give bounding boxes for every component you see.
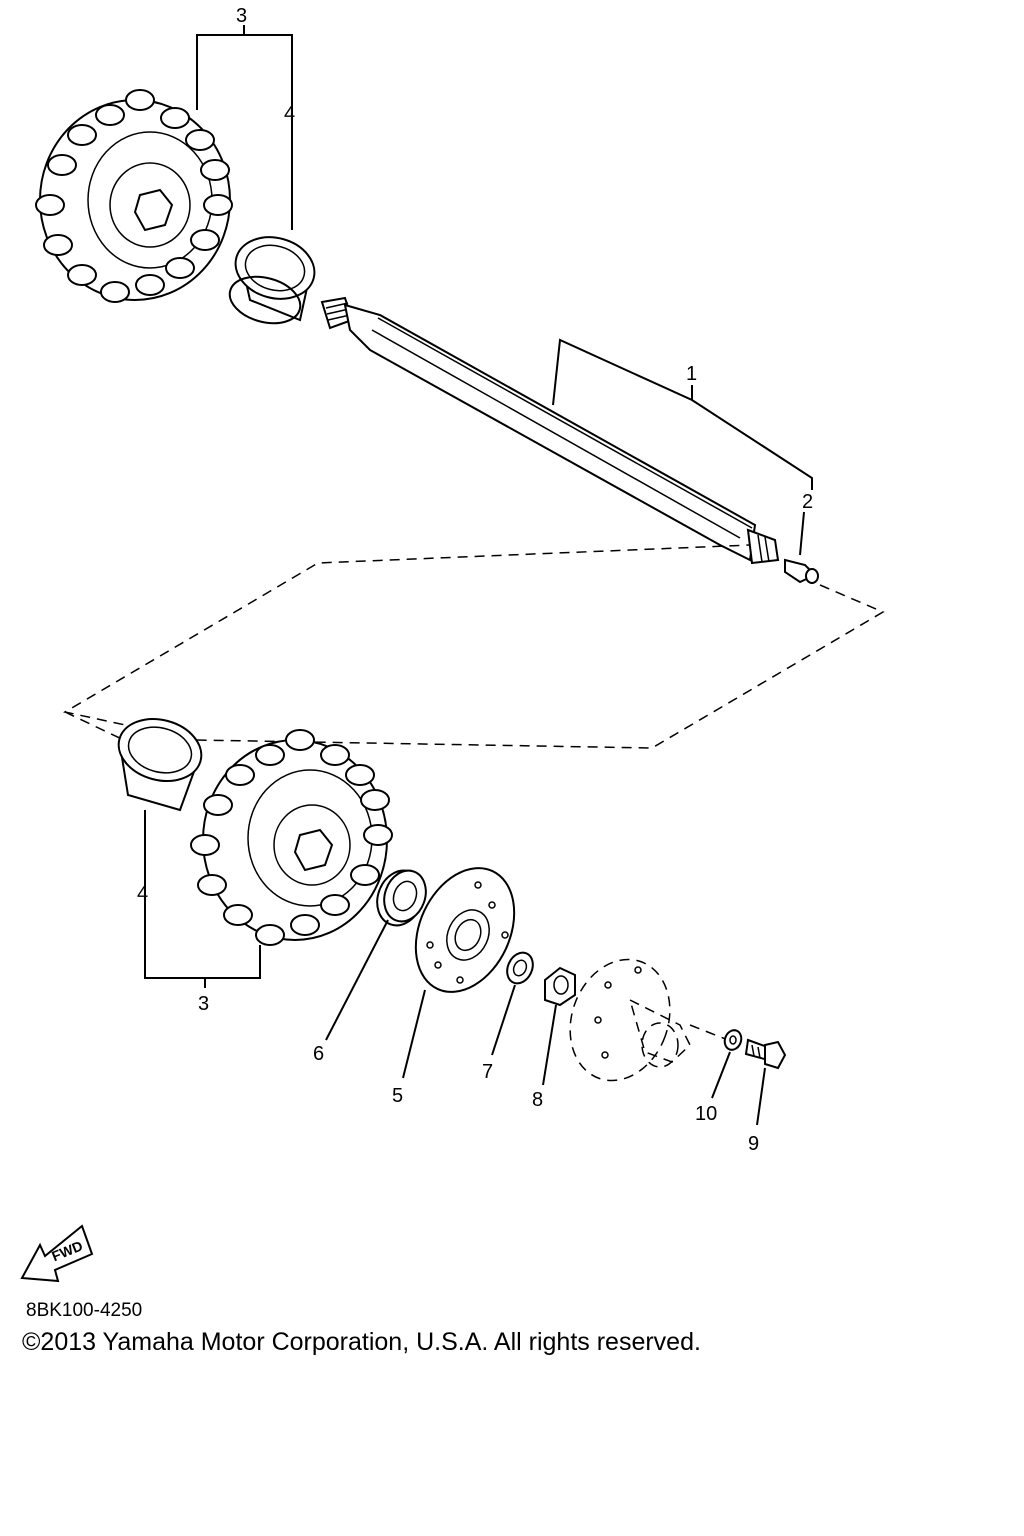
sprocket-bottom bbox=[190, 729, 393, 946]
nut bbox=[544, 966, 576, 1007]
callout-5: 5 bbox=[392, 1085, 403, 1107]
sprocket-top bbox=[35, 89, 233, 303]
callout-bracket-3-4-bottom bbox=[144, 810, 261, 988]
catalog-code: 8BK100-4250 bbox=[26, 1300, 143, 1321]
collar-bottom bbox=[117, 718, 203, 812]
callout-2: 2 bbox=[802, 491, 813, 513]
washer bbox=[506, 951, 534, 985]
callout-bracket-3-4-top bbox=[196, 25, 293, 230]
callout-1: 1 bbox=[686, 363, 697, 385]
callout-3-top: 3 bbox=[236, 5, 247, 27]
callout-10: 10 bbox=[695, 1103, 717, 1125]
copyright-notice: ©2013 Yamaha Motor Corporation, U.S.A. A… bbox=[22, 1328, 701, 1356]
bolt bbox=[744, 1038, 787, 1070]
callout-6: 6 bbox=[313, 1043, 324, 1065]
callout-4-bottom: 4 bbox=[137, 883, 148, 905]
fwd-arrow-icon: FWD bbox=[20, 1224, 94, 1283]
disc-plate bbox=[414, 867, 516, 993]
collar-top bbox=[228, 236, 316, 325]
callout-4-top: 4 bbox=[284, 103, 295, 125]
callout-3-bottom: 3 bbox=[198, 993, 209, 1015]
callout-8: 8 bbox=[532, 1089, 543, 1111]
hub-reference bbox=[569, 958, 691, 1082]
bearing bbox=[376, 869, 427, 927]
lock-washer bbox=[723, 1029, 743, 1051]
callout-9: 9 bbox=[748, 1133, 759, 1155]
plug bbox=[784, 558, 819, 584]
assembly-outline bbox=[62, 544, 885, 749]
callout-7: 7 bbox=[482, 1061, 493, 1083]
shaft bbox=[320, 296, 780, 565]
